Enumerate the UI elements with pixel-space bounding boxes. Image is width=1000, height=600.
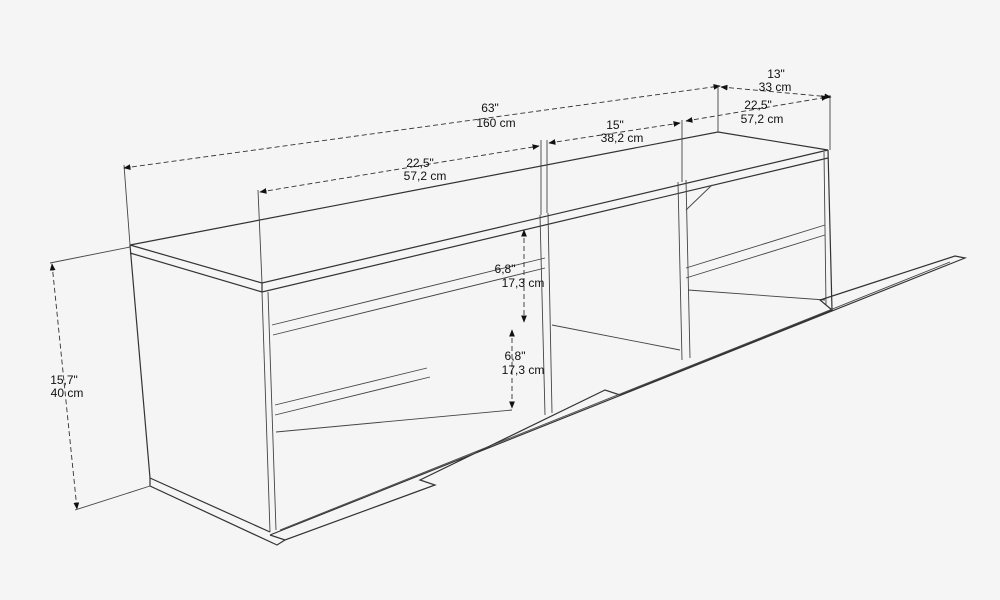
cabinet-body [129,131,833,546]
total-width-cm: 160 cm [476,116,515,130]
dim-right-compartment: 22,5" 57,2 cm [681,95,829,182]
dim-upper-shelf-height: 6,8" 17,3 cm [495,229,545,323]
flap-door [269,255,968,541]
lower-shelf-in: 6,8" [505,349,526,363]
lower-shelf-cm: 17,3 cm [502,363,545,377]
height-cm: 40 cm [51,386,84,400]
upper-shelf-cm: 17,3 cm [502,276,545,290]
right-width-cm: 57,2 cm [741,112,784,126]
dim-lower-shelf-height: 6,8" 17,3 cm [502,329,545,409]
depth-in: 13" [767,67,785,81]
height-in: 15,7" [50,373,78,387]
dim-left-compartment: 22,5" 57,2 cm [257,144,540,284]
left-width-in: 22,5" [406,156,434,170]
dim-total-width: 63" 160 cm [123,84,721,246]
dim-middle-compartment: 15" 38,2 cm [540,118,681,215]
dim-height: 15,7" 40 cm [49,246,151,511]
total-width-in: 63" [481,101,499,115]
dim-depth: 13" 33 cm [717,67,832,150]
left-width-cm: 57,2 cm [404,169,447,183]
middle-width-cm: 38,2 cm [601,131,644,145]
upper-shelf-in: 6,8" [495,262,516,276]
depth-cm: 33 cm [759,80,792,94]
right-width-in: 22,5" [744,98,772,112]
middle-width-in: 15" [606,118,624,132]
